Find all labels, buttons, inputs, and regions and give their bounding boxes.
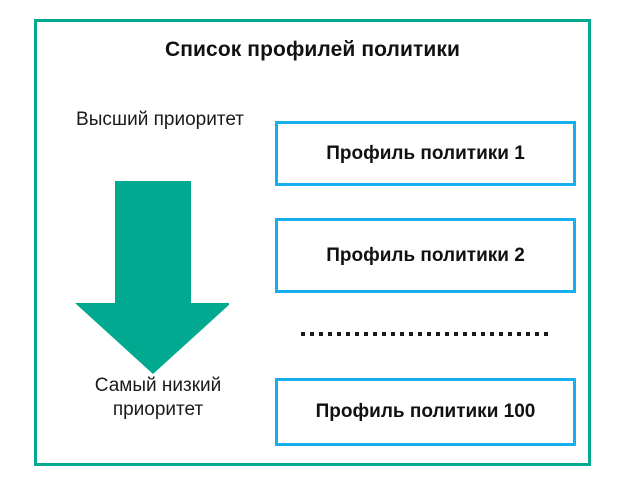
policy-profile-box-100[interactable]: Профиль политики 100	[275, 378, 576, 446]
policy-profile-label: Профиль политики 1	[326, 142, 525, 164]
policy-profile-box-1[interactable]: Профиль политики 1	[275, 121, 576, 186]
profiles-ellipsis	[275, 327, 576, 341]
arrow-down-icon	[75, 181, 229, 374]
priority-arrow	[71, 181, 229, 374]
policy-profile-label: Профиль политики 100	[315, 401, 536, 422]
policy-profile-list-panel: Список профилей политики Высший приорите…	[34, 19, 591, 466]
dotted-separator-icon	[300, 332, 551, 336]
page-title: Список профилей политики	[165, 38, 460, 61]
policy-profile-label: Профиль политики 2	[326, 244, 525, 266]
highest-priority-label: Высший приоритет	[76, 109, 244, 130]
policy-profile-box-2[interactable]: Профиль политики 2	[275, 218, 576, 293]
lowest-priority-label: Самый низкий приоритет	[94, 375, 222, 420]
